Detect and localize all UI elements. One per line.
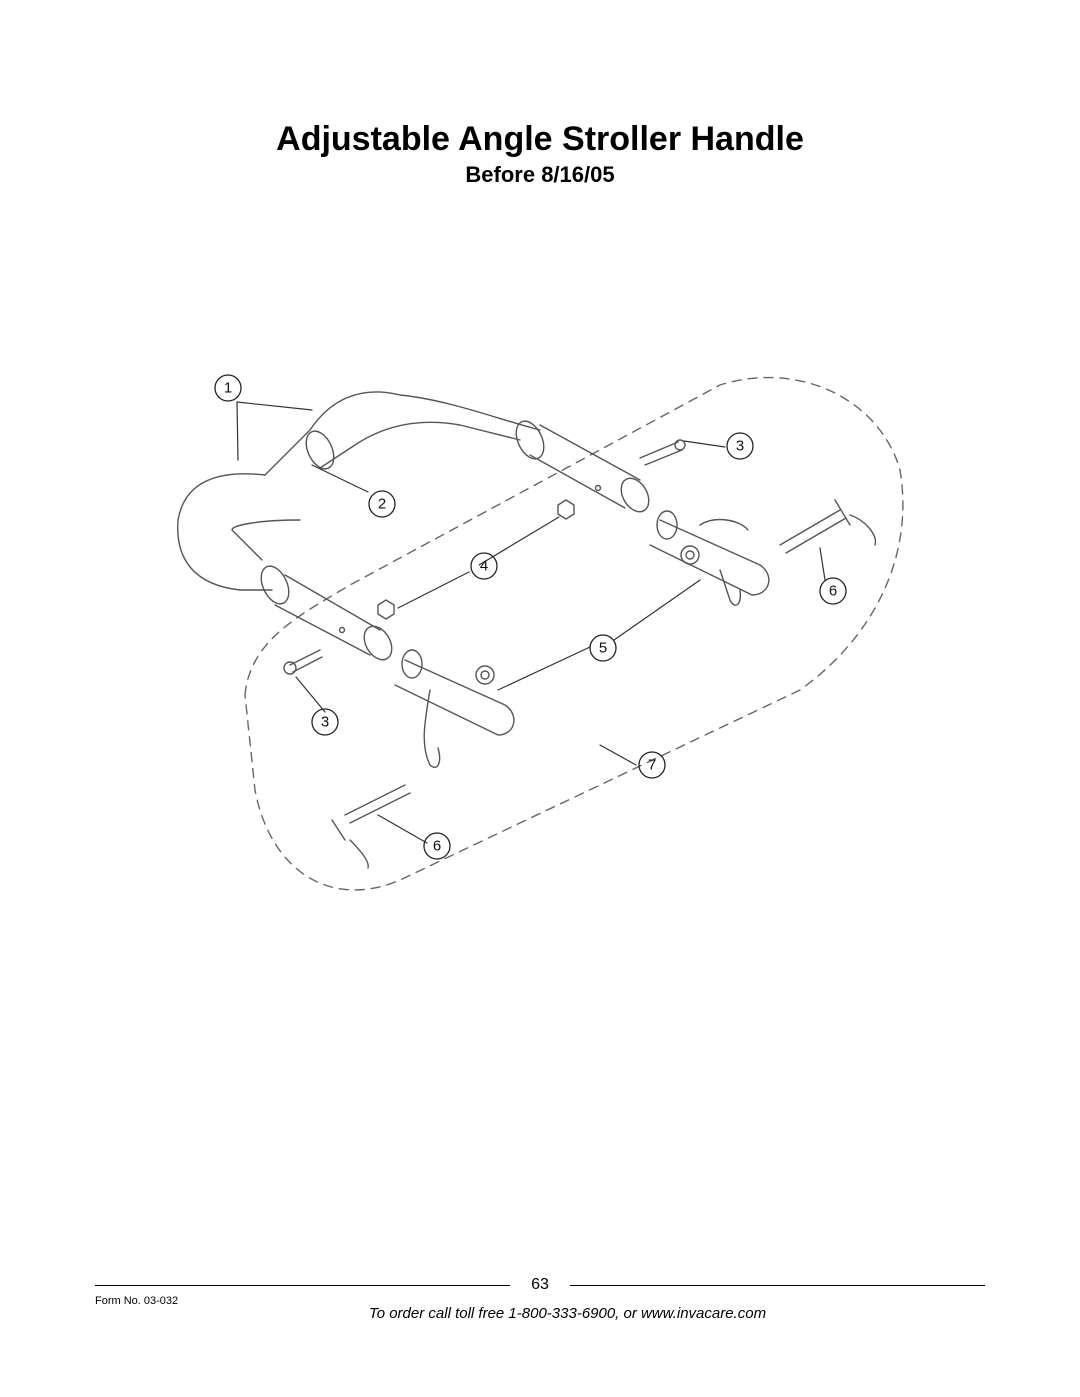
form-number: Form No. 03-032 xyxy=(95,1295,179,1307)
callout-circles xyxy=(214,374,847,860)
order-info: To order call toll free 1-800-333-6900, … xyxy=(368,1305,767,1322)
clamp-assembly-upper xyxy=(649,510,770,606)
callout-label: 4 xyxy=(480,558,488,575)
lock-pin-part-lower xyxy=(331,784,411,869)
callout-1-circle xyxy=(214,374,242,402)
callout-label: 7 xyxy=(648,757,656,774)
clamp-assembly-lower xyxy=(394,649,515,768)
callout-2-circle xyxy=(368,490,396,518)
lock-pin-part-upper xyxy=(779,499,877,554)
pin-part xyxy=(283,439,686,675)
callout-6b-circle xyxy=(423,832,451,860)
page-title: Adjustable Angle Stroller Handle xyxy=(276,120,804,158)
handle-tube-part xyxy=(177,391,545,605)
callout-5-circle xyxy=(589,634,617,662)
page-subtitle: Before 8/16/05 xyxy=(465,162,615,187)
footer-rule-left xyxy=(95,1285,510,1286)
nut-part xyxy=(377,499,575,620)
callout-label: 3 xyxy=(736,438,744,455)
callout-label: 1 xyxy=(224,380,232,397)
leader-lines xyxy=(236,401,826,844)
callout-7-circle xyxy=(638,751,666,779)
callout-4-circle xyxy=(470,552,498,580)
footer-rule-right xyxy=(570,1285,985,1286)
callout-label: 5 xyxy=(599,640,607,657)
callout-label: 6 xyxy=(433,838,441,855)
callout-label: 2 xyxy=(378,496,386,513)
kit-boundary-outline xyxy=(244,376,904,891)
callout-3a-circle xyxy=(726,432,754,460)
callout-label: 6 xyxy=(829,583,837,600)
callout-3b-circle xyxy=(311,708,339,736)
page-number: 63 xyxy=(531,1276,549,1293)
callout-label: 3 xyxy=(321,714,329,731)
callout-6a-circle xyxy=(819,577,847,605)
inner-tube-part xyxy=(274,424,650,661)
